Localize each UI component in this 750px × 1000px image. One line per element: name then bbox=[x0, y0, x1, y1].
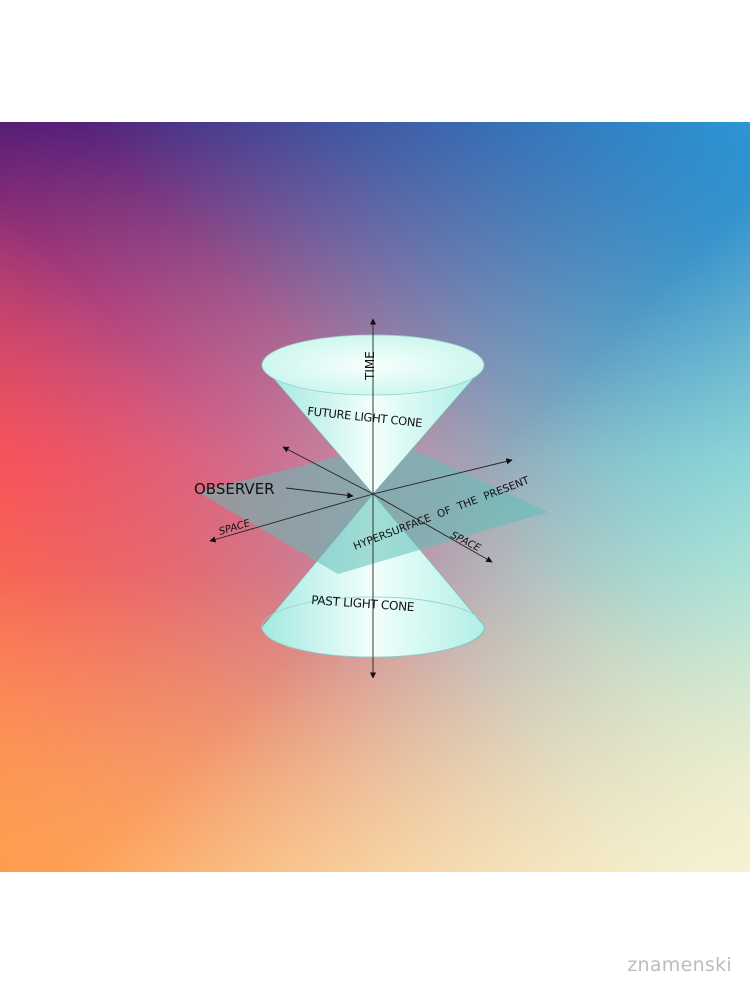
time-label: TIME bbox=[363, 351, 377, 381]
watermark: znamenski bbox=[627, 954, 732, 976]
light-cone-poster: TIME FUTURE LIGHT CONE OBSERVER SPACE SP… bbox=[0, 122, 750, 872]
space-axis-b-front bbox=[372, 493, 493, 563]
observer-label: OBSERVER bbox=[194, 480, 275, 498]
space-axis-b-back bbox=[282, 446, 374, 495]
observer-pointer bbox=[285, 487, 354, 499]
space-axis-a-right bbox=[372, 458, 513, 495]
light-cone-diagram: TIME FUTURE LIGHT CONE OBSERVER SPACE SP… bbox=[0, 122, 750, 872]
space-axis-a-left bbox=[209, 493, 374, 543]
